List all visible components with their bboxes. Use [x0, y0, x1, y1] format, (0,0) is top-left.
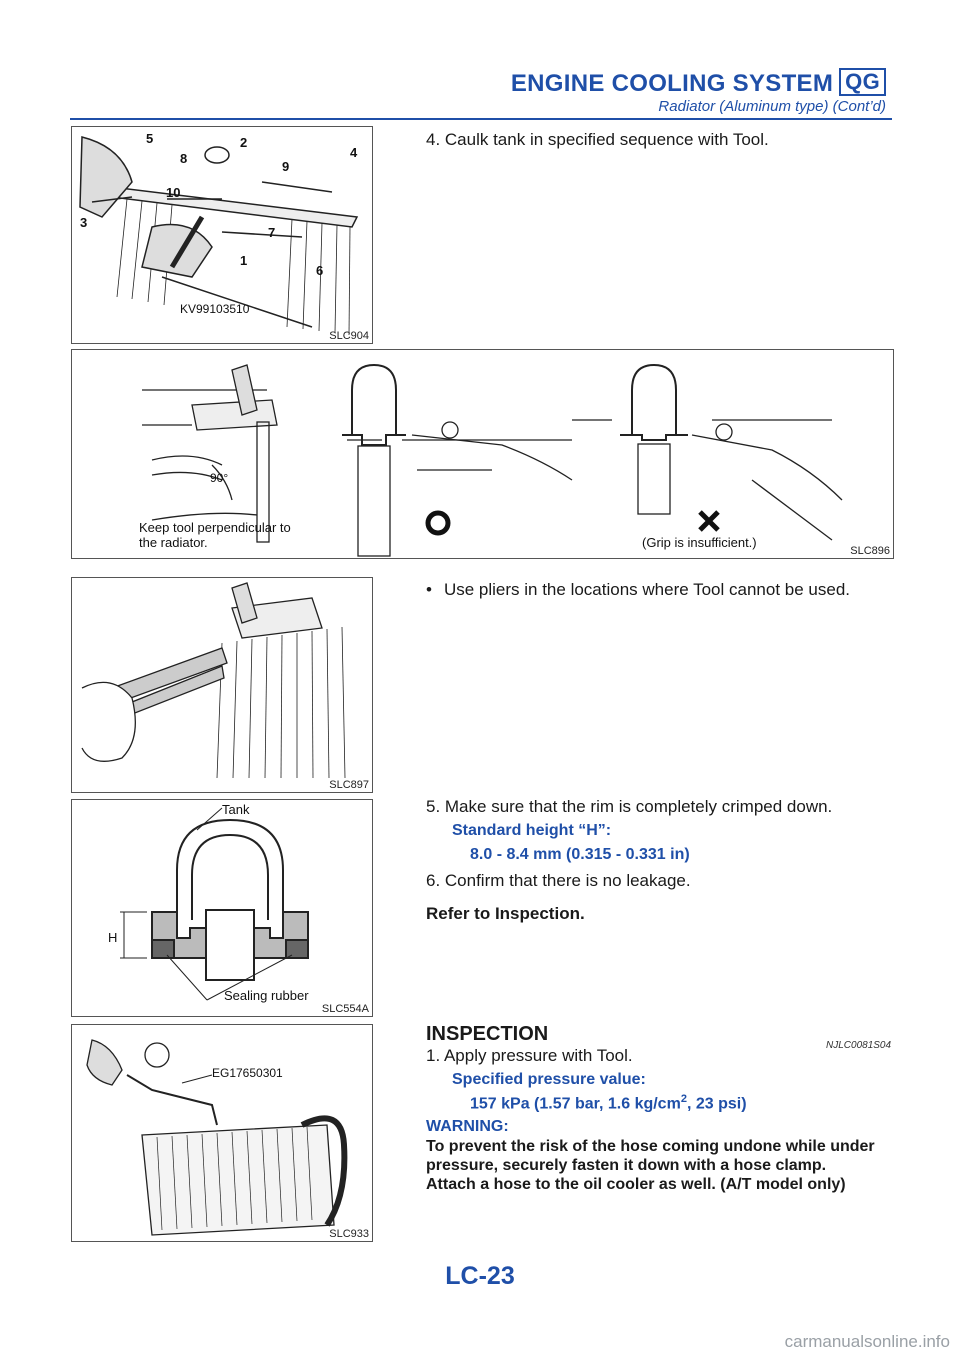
spec-height-value: 8.0 - 8.4 mm (0.315 - 0.331 in): [470, 846, 690, 863]
figure-slc897: SLC897: [71, 577, 373, 793]
figure-code: SLC896: [850, 545, 890, 557]
tank-cross-section-illustration: Tank H Sealing rubber: [108, 802, 309, 1003]
tank-label: Tank: [222, 802, 250, 817]
sequence-number-3: 3: [80, 215, 87, 230]
ng-mark-text: X: [72, 350, 73, 351]
pressure-test-illustration: EG17650301: [86, 1039, 348, 1236]
sequence-number-9: 9: [282, 159, 289, 174]
warning-line-3: Attach a hose to the oil cooler as well.…: [426, 1176, 846, 1193]
header-rule: [70, 118, 892, 120]
figure-slc554a: Tank H Sealing rubber SLC554A: [71, 799, 373, 1017]
radiator-caulking-illustration: 5 8 2 9 4 3 10 7 1 6 KV99103510: [79, 131, 359, 336]
sealing-rubber-label: Sealing rubber: [224, 988, 309, 1003]
sequence-number-10: 10: [166, 185, 180, 200]
sequence-number-8: 8: [180, 151, 187, 166]
refer-to-inspection: Refer to Inspection.: [426, 904, 585, 923]
page-number: LC-23: [445, 1262, 515, 1290]
bullet-pliers: • Use pliers in the locations where Tool …: [426, 580, 850, 600]
spec-pressure-value-a: 157 kPa (1.57 bar, 1.6 kg/cm: [470, 1095, 681, 1113]
warning-label: WARNING:: [426, 1118, 509, 1135]
figure-code: SLC933: [329, 1228, 369, 1240]
sequence-number-2: 2: [240, 135, 247, 150]
engine-code-badge: QG: [839, 68, 886, 96]
tester-tool-label: EG17650301: [212, 1066, 283, 1080]
step-6-text: 6. Confirm that there is no leakage.: [426, 871, 691, 890]
height-h-label: H: [108, 930, 117, 945]
section-header-subtitle: Radiator (Aluminum type) (Cont’d): [658, 98, 886, 115]
tool-number-label: KV99103510: [180, 302, 250, 316]
figure-code: SLC897: [329, 779, 369, 791]
perpendicular-note-line1: Keep tool perpendicular to: [139, 520, 291, 535]
ok-mark-text: O: [72, 350, 73, 351]
sequence-number-7: 7: [268, 225, 275, 240]
warning-line-1: To prevent the risk of the hose coming u…: [426, 1138, 875, 1155]
warning-line-2: pressure, securely fasten it down with a…: [426, 1157, 827, 1174]
spec-pressure-value: 157 kPa (1.57 bar, 1.6 kg/cm2, 23 psi): [470, 1093, 747, 1113]
perpendicular-note-line2: the radiator.: [139, 535, 208, 550]
figure-slc896: O X 90° Keep tool perpendicular to the r…: [71, 349, 894, 559]
figure-slc933: EG17650301 SLC933: [71, 1024, 373, 1242]
spec-pressure-value-b: , 23 psi): [686, 1095, 747, 1113]
ng-mark-icon: [698, 510, 720, 532]
inspection-ref-code: NJLC0081S04: [826, 1040, 892, 1051]
spec-height-label: Standard height “H”:: [452, 822, 612, 839]
ok-mark-icon: [425, 510, 451, 536]
bullet-pliers-text: Use pliers in the locations where Tool c…: [443, 580, 850, 599]
figure-code: SLC554A: [321, 1003, 369, 1015]
header-title-text: ENGINE COOLING SYSTEM: [510, 70, 834, 97]
inspection-heading: INSPECTION: [426, 1023, 549, 1045]
tool-position-illustration: O X 90° Keep tool perpendicular to the r…: [72, 350, 843, 557]
figure-code: SLC904: [329, 330, 369, 342]
step-5-text: 5. Make sure that the rim is completely …: [426, 797, 833, 816]
step-4-text: 4. Caulk tank in specified sequence with…: [426, 130, 769, 149]
inspection-step-1: 1. Apply pressure with Tool.: [426, 1046, 633, 1065]
pliers-illustration: [81, 582, 346, 779]
grip-insufficient-note: (Grip is insufficient.): [642, 535, 757, 550]
sequence-number-4: 4: [350, 145, 358, 160]
angle-label: 90°: [210, 471, 228, 485]
sequence-number-5: 5: [146, 131, 153, 146]
bullet-icon: •: [426, 580, 432, 599]
watermark: carmanualsonline.info: [784, 1332, 950, 1351]
figure-slc904: 5 8 2 9 4 3 10 7 1 6 KV99103510 SLC904: [71, 126, 373, 344]
spec-pressure-label: Specified pressure value:: [452, 1071, 646, 1088]
sequence-number-1: 1: [240, 253, 247, 268]
spec-pressure-sup: 2: [680, 1093, 687, 1105]
sequence-number-6: 6: [316, 263, 323, 278]
